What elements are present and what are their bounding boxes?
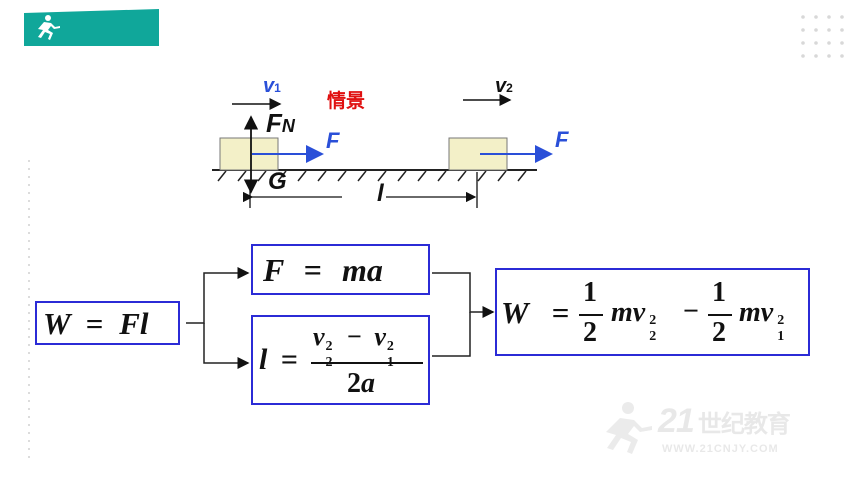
formula-result-frac2-num: 1	[712, 277, 726, 308]
formula-work-rhs: Fl	[119, 306, 149, 341]
formula-distance: l = v22 − v21 2a	[251, 315, 430, 405]
watermark-url: WWW.21CNJY.COM	[662, 443, 779, 455]
formula-result-frac2-bar	[708, 314, 732, 316]
watermark-number: 21	[658, 402, 695, 440]
formula-work: W = Fl	[35, 301, 180, 345]
formula-work-eq: =	[85, 306, 104, 341]
formula-distance-numerator: v22 − v21	[313, 322, 394, 370]
formula-newton-lhs: F	[263, 252, 284, 288]
formula-distance-denominator: 2a	[347, 368, 375, 399]
distance-label: l	[377, 180, 384, 207]
dot-grid-decoration	[800, 14, 846, 60]
formula-result-minus: −	[683, 296, 699, 327]
formula-newton-eq: =	[303, 252, 322, 288]
formula-result-frac1-den: 2	[583, 317, 597, 348]
force-label-start: F	[326, 128, 340, 153]
formula-result-frac1-num: 1	[583, 277, 597, 308]
distance-dimension	[242, 172, 478, 208]
watermark-cn: 世纪教育	[697, 410, 791, 438]
formula-result-frac2-den: 2	[712, 317, 726, 348]
scene-title: 情景	[327, 90, 366, 112]
formula-newton: F = ma	[251, 244, 430, 295]
dotted-divider	[27, 160, 31, 460]
normal-force-label: FN	[266, 108, 295, 138]
formula-work-lhs: W	[43, 306, 71, 341]
formula-distance-lhs: l =	[259, 343, 298, 376]
gravity-label: G	[268, 168, 287, 195]
formula-result-lhs: W =	[501, 295, 570, 330]
v2-label: v2	[495, 75, 513, 97]
formula-result-frac1-bar	[579, 314, 603, 316]
formula-newton-rhs: ma	[342, 252, 383, 288]
formula-distance-fraction-bar	[311, 362, 423, 364]
watermark-runner-icon	[606, 402, 652, 454]
v1-label: v1	[263, 75, 281, 97]
flow-connectors	[186, 267, 495, 369]
force-label-end: F	[555, 127, 569, 152]
runner-icon	[38, 15, 60, 40]
ground-surface	[212, 169, 537, 182]
slide-badge	[24, 9, 159, 46]
